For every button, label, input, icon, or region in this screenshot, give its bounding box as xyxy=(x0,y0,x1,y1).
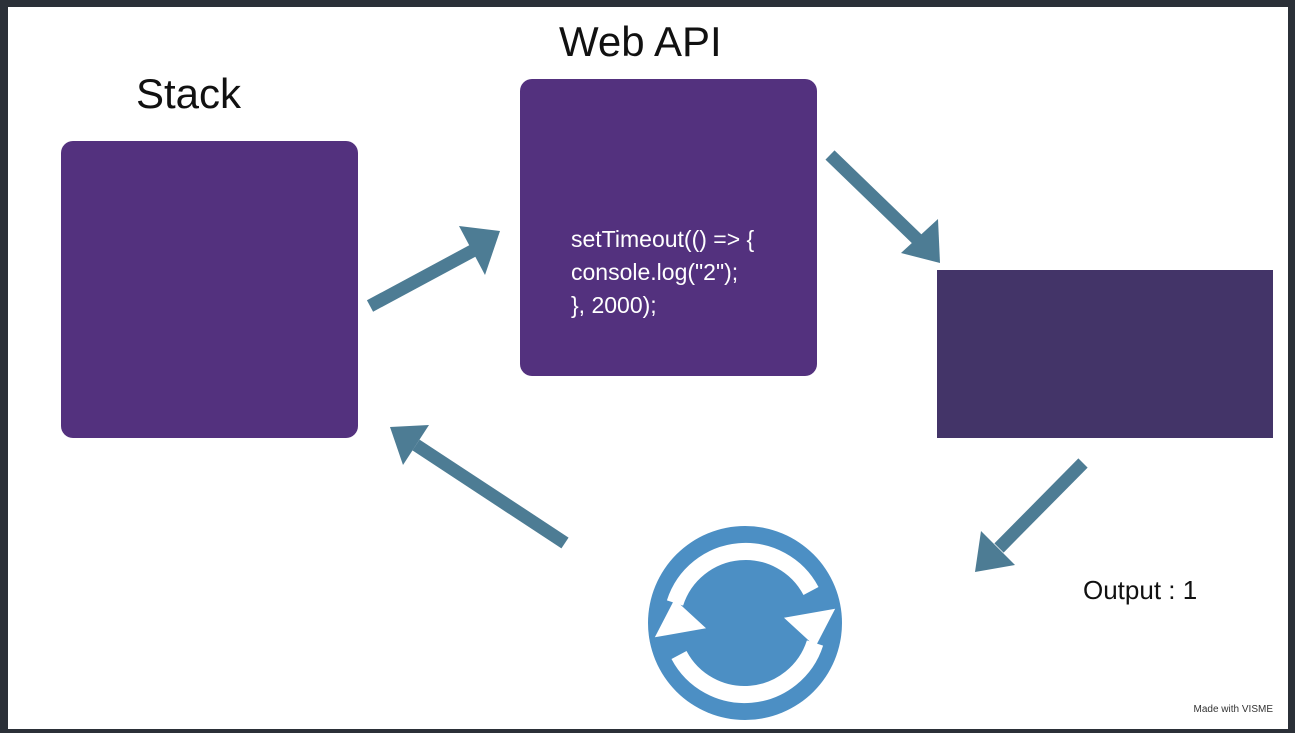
code-line: console.log("2"); xyxy=(571,259,739,285)
watermark: Made with VISME xyxy=(1193,704,1273,715)
code-line: }, 2000); xyxy=(571,292,657,318)
arrow-right-icon xyxy=(975,458,1088,572)
refresh-icon xyxy=(648,526,842,720)
stack-label: Stack xyxy=(136,70,242,117)
arrow-right-icon xyxy=(825,150,940,263)
diagram-canvas: Stack Web API setTimeout(() => { console… xyxy=(8,7,1288,729)
code-line: setTimeout(() => { xyxy=(571,226,755,252)
stack-box xyxy=(61,141,358,438)
callback-queue-box xyxy=(937,270,1273,438)
arrow-right-icon xyxy=(390,425,569,549)
arrows-layer xyxy=(366,150,1088,720)
web-api-box: setTimeout(() => { console.log("2"); }, … xyxy=(520,79,817,376)
arrow-right-icon xyxy=(366,226,500,312)
output-text: Output : 1 xyxy=(1083,575,1198,605)
code-snippet: setTimeout(() => { console.log("2"); }, … xyxy=(571,223,754,322)
web-api-label: Web API xyxy=(559,18,722,65)
